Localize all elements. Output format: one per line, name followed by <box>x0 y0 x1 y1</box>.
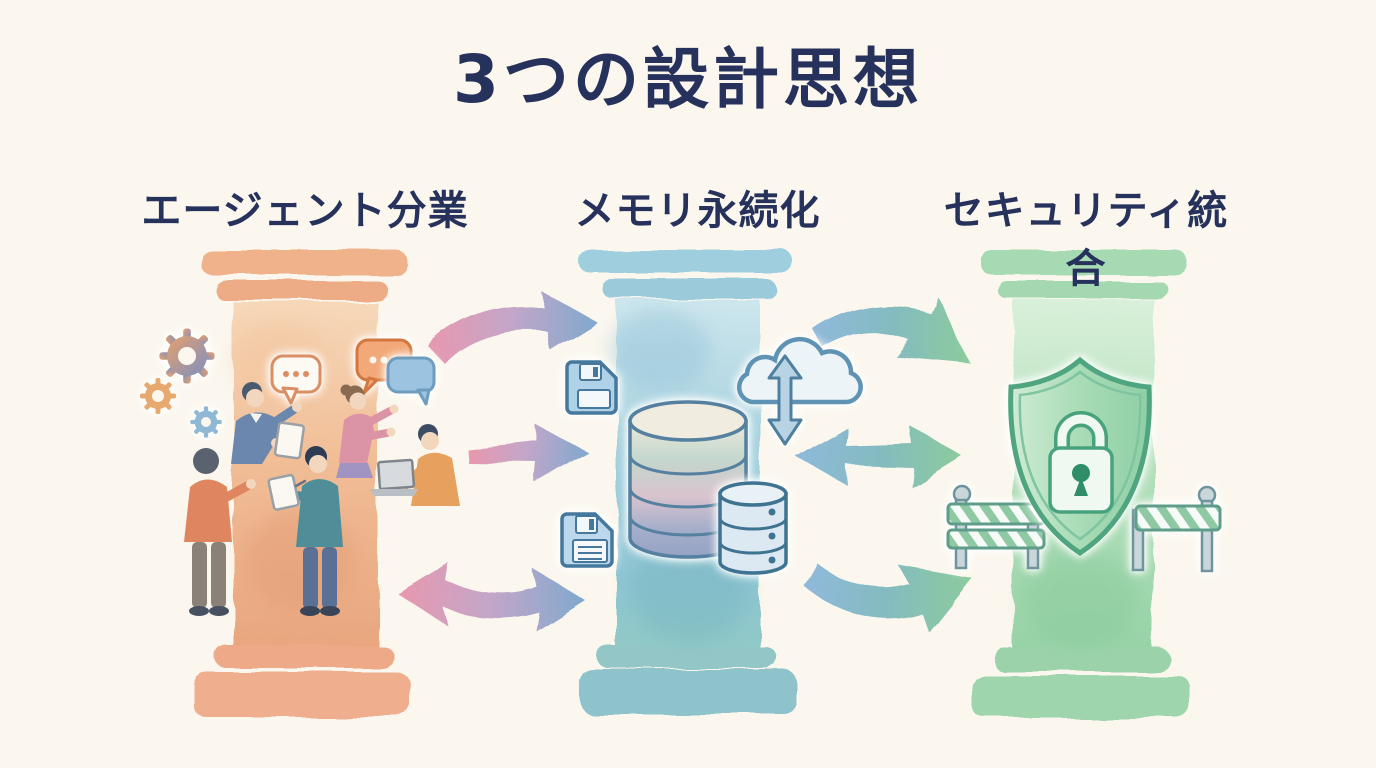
pillar-label-memory: メモリ永続化 <box>574 188 821 234</box>
person-figure <box>267 446 343 616</box>
pillar-label-agent: エージェント分業 <box>141 188 469 234</box>
person-figure <box>336 384 399 478</box>
server-stack-icon <box>718 481 788 575</box>
speech-bubble-icon <box>386 356 436 406</box>
person-figure <box>370 424 460 506</box>
person-figure <box>231 382 305 464</box>
floppy-disk-icon <box>565 360 618 415</box>
gear-icon <box>159 328 215 384</box>
laptop-icon <box>370 458 418 496</box>
pillar-label-security: セキュリティ統合 <box>943 188 1229 292</box>
cloud-sync-icon <box>736 336 863 446</box>
barrier-icon <box>1131 485 1222 573</box>
flow-arrow-agent-to-memory-top <box>428 290 597 364</box>
page-title: 3つの設計思想 <box>453 41 923 118</box>
flow-arrow-memory-security-middle-both <box>796 425 962 487</box>
tablet-icon <box>267 473 307 511</box>
flow-arrow-agent-to-memory-middle <box>467 423 589 484</box>
person-figure <box>184 448 256 616</box>
gear-icon <box>140 378 176 414</box>
barrier-icon <box>946 484 1046 570</box>
floppy-disk-icon <box>560 512 614 568</box>
gear-icon <box>190 406 222 438</box>
shield-lock-icon <box>1008 356 1152 556</box>
database-stack-icon <box>628 400 748 559</box>
flow-arrow-agent-memory-bottom-both <box>398 563 585 631</box>
clipboard-icon <box>273 421 305 460</box>
flow-arrow-memory-to-security-top <box>814 296 971 364</box>
speech-bubble-icon <box>270 354 322 405</box>
flow-arrow-memory-to-security-bottom <box>803 562 971 631</box>
